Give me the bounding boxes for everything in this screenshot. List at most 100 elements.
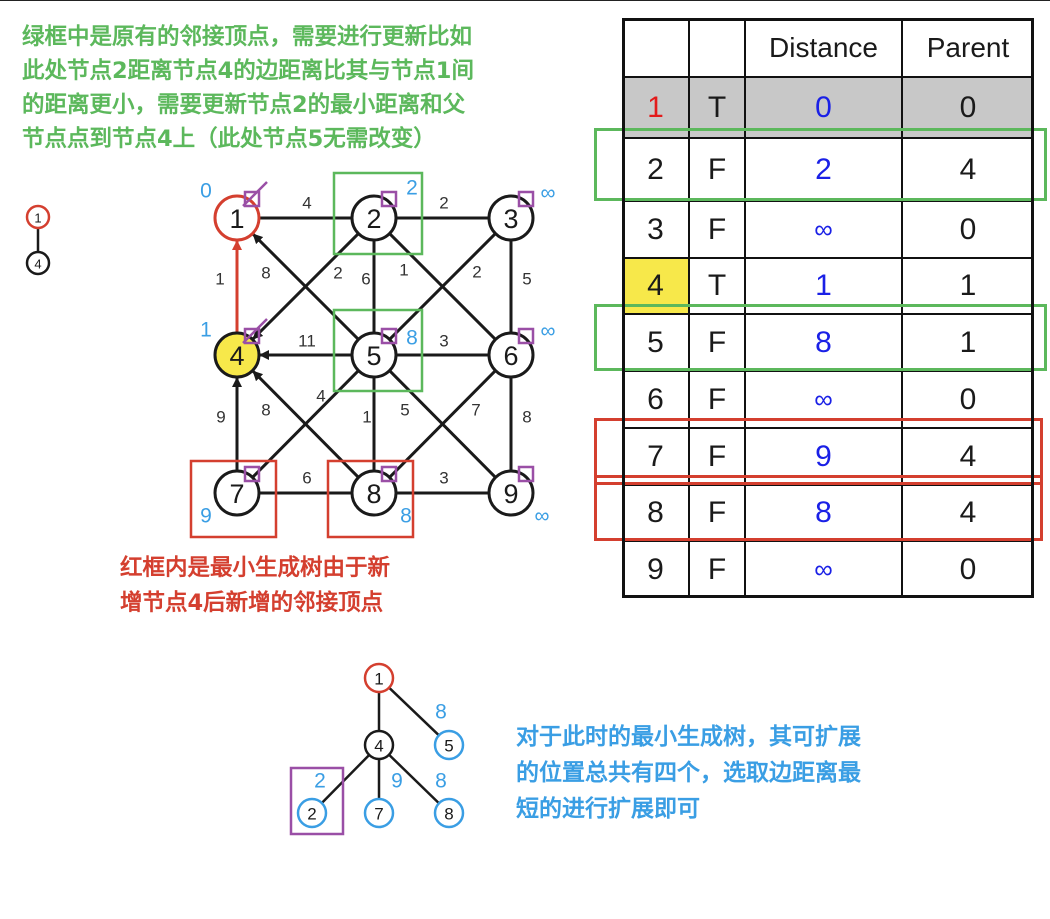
visited-checkbox	[380, 465, 398, 483]
table-cell-distance: ∞	[745, 371, 902, 428]
edge-weight-label: 5	[400, 401, 409, 420]
green-row-frame	[594, 304, 1047, 371]
edge-weight-label: 8	[261, 401, 270, 420]
table-cell-known: T	[689, 258, 745, 314]
mst-distance-label: 9	[391, 770, 403, 793]
table-outer-border	[622, 18, 1034, 598]
table-cell-known: T	[689, 77, 745, 138]
visited-checkbox	[380, 190, 398, 208]
green-highlight-box	[332, 308, 424, 393]
table-header-cell: Parent	[902, 18, 1034, 77]
mst-node-label: 8	[444, 805, 453, 824]
edge-weight-label: 2	[472, 263, 481, 282]
note-line: 短的进行扩展即可	[516, 796, 700, 822]
top-border-line	[0, 0, 1050, 1]
edge-weight-label: 11	[298, 332, 316, 351]
node-distance-label: 0	[200, 180, 212, 203]
green-box-explanation: 绿框中是原有的邻接顶点，需要进行更新比如 此处节点2距离节点4的边距离比其与节点…	[22, 20, 474, 156]
note-line: 的距离更小，需要更新节点2的最小距离和父	[22, 92, 466, 118]
visited-checkbox	[243, 327, 261, 345]
red-highlight-box	[326, 459, 415, 539]
edge-weight-label: 1	[399, 261, 408, 280]
note-line: 增节点4后新增的邻接顶点	[120, 590, 384, 616]
mst-node-label: 1	[374, 670, 383, 689]
edge-weight-label: 9	[216, 408, 225, 427]
mst-distance-label: 8	[435, 770, 447, 793]
note-line: 红框内是最小生成树由于新	[120, 555, 391, 581]
check-mark	[242, 181, 268, 207]
note-line: 此处节点2距离节点4的边距离比其与节点1间	[22, 58, 474, 84]
mst-expansion-explanation: 对于此时的最小生成树，其可扩展 的位置总共有四个，选取边距离最 短的进行扩展即可	[516, 719, 861, 827]
mst-node-2	[296, 797, 328, 829]
edge-weight-label: 1	[362, 408, 371, 427]
table-cell-distance: 0	[745, 77, 902, 138]
note-line: 绿框中是原有的邻接顶点，需要进行更新比如	[22, 24, 473, 50]
purple-selection-box	[289, 766, 345, 836]
edge-weight-label: 3	[439, 332, 448, 351]
node-distance-label: 9	[200, 505, 212, 528]
red-highlight-box	[189, 459, 278, 539]
table-cell-distance: ∞	[745, 201, 902, 258]
edge-weight-label: 1	[215, 270, 224, 289]
mst-edge-4-2	[320, 754, 371, 804]
green-highlight-box	[332, 171, 424, 256]
visited-checkbox	[380, 327, 398, 345]
edge-weight-label: 3	[439, 469, 448, 488]
check-mark	[242, 318, 268, 344]
node-distance-label: 1	[200, 319, 212, 342]
edge-5-7	[252, 369, 360, 478]
node-distance-label: ∞	[535, 505, 550, 528]
edge-weight-label: 6	[302, 469, 311, 488]
graph-node-label: 2	[366, 204, 381, 234]
mst-node-label: 2	[307, 805, 316, 824]
graph-node-label: 5	[366, 341, 381, 371]
node-distance-label: 8	[406, 327, 418, 350]
legend-node-label: 1	[34, 211, 41, 226]
table-cell-node: 1	[622, 77, 689, 138]
graph-node-label: 9	[503, 479, 518, 509]
edge-weight-label: 7	[471, 401, 480, 420]
red-row-frame	[594, 418, 1043, 485]
edge-weight-label: 4	[302, 194, 311, 213]
mst-edge-4-8	[388, 753, 440, 805]
mst-distance-label: 8	[435, 701, 447, 724]
note-line: 的位置总共有四个，选取边距离最	[516, 760, 861, 786]
node-distance-label: ∞	[541, 182, 556, 205]
mst-distance-label: 2	[314, 770, 326, 793]
visited-checkbox	[517, 327, 535, 345]
edge-6-8	[389, 369, 497, 478]
edge-3-5	[389, 232, 497, 340]
node-distance-label: 8	[400, 505, 412, 528]
table-cell-known: F	[689, 201, 745, 258]
note-line: 对于此时的最小生成树，其可扩展	[516, 724, 861, 750]
note-line: 节点点到节点4上（此处节点5无需改变）	[22, 126, 436, 152]
graph-node-label: 3	[503, 204, 518, 234]
edge-weight-label: 8	[261, 264, 270, 283]
legend-node	[25, 204, 51, 230]
mst-node-7	[363, 797, 395, 829]
mst-edge-1-5	[388, 686, 440, 737]
edge-weight-label: 4	[316, 387, 325, 406]
edge-weight-label: 5	[522, 270, 531, 289]
mst-node-1	[363, 662, 395, 694]
graph-node-label: 4	[229, 341, 244, 371]
table-cell-distance: 1	[745, 258, 902, 314]
table-cell-known: F	[689, 371, 745, 428]
green-row-frame	[594, 128, 1047, 201]
edge-2-4	[252, 232, 360, 340]
graph-node-label: 1	[229, 204, 244, 234]
visited-checkbox	[243, 465, 261, 483]
mst-node-label: 7	[374, 805, 383, 824]
mst-node-label: 5	[444, 737, 453, 756]
edge-weight-label: 2	[439, 194, 448, 213]
node-distance-label: 2	[406, 177, 418, 200]
legend-node-label: 4	[34, 257, 41, 272]
mst-node-8	[433, 797, 465, 829]
graph-node-label: 7	[229, 479, 244, 509]
visited-checkbox	[517, 190, 535, 208]
mst-node-4	[363, 729, 395, 761]
edge-weight-label: 2	[333, 264, 342, 283]
edge-weight-label: 8	[522, 408, 531, 427]
node-distance-label: ∞	[541, 320, 556, 343]
